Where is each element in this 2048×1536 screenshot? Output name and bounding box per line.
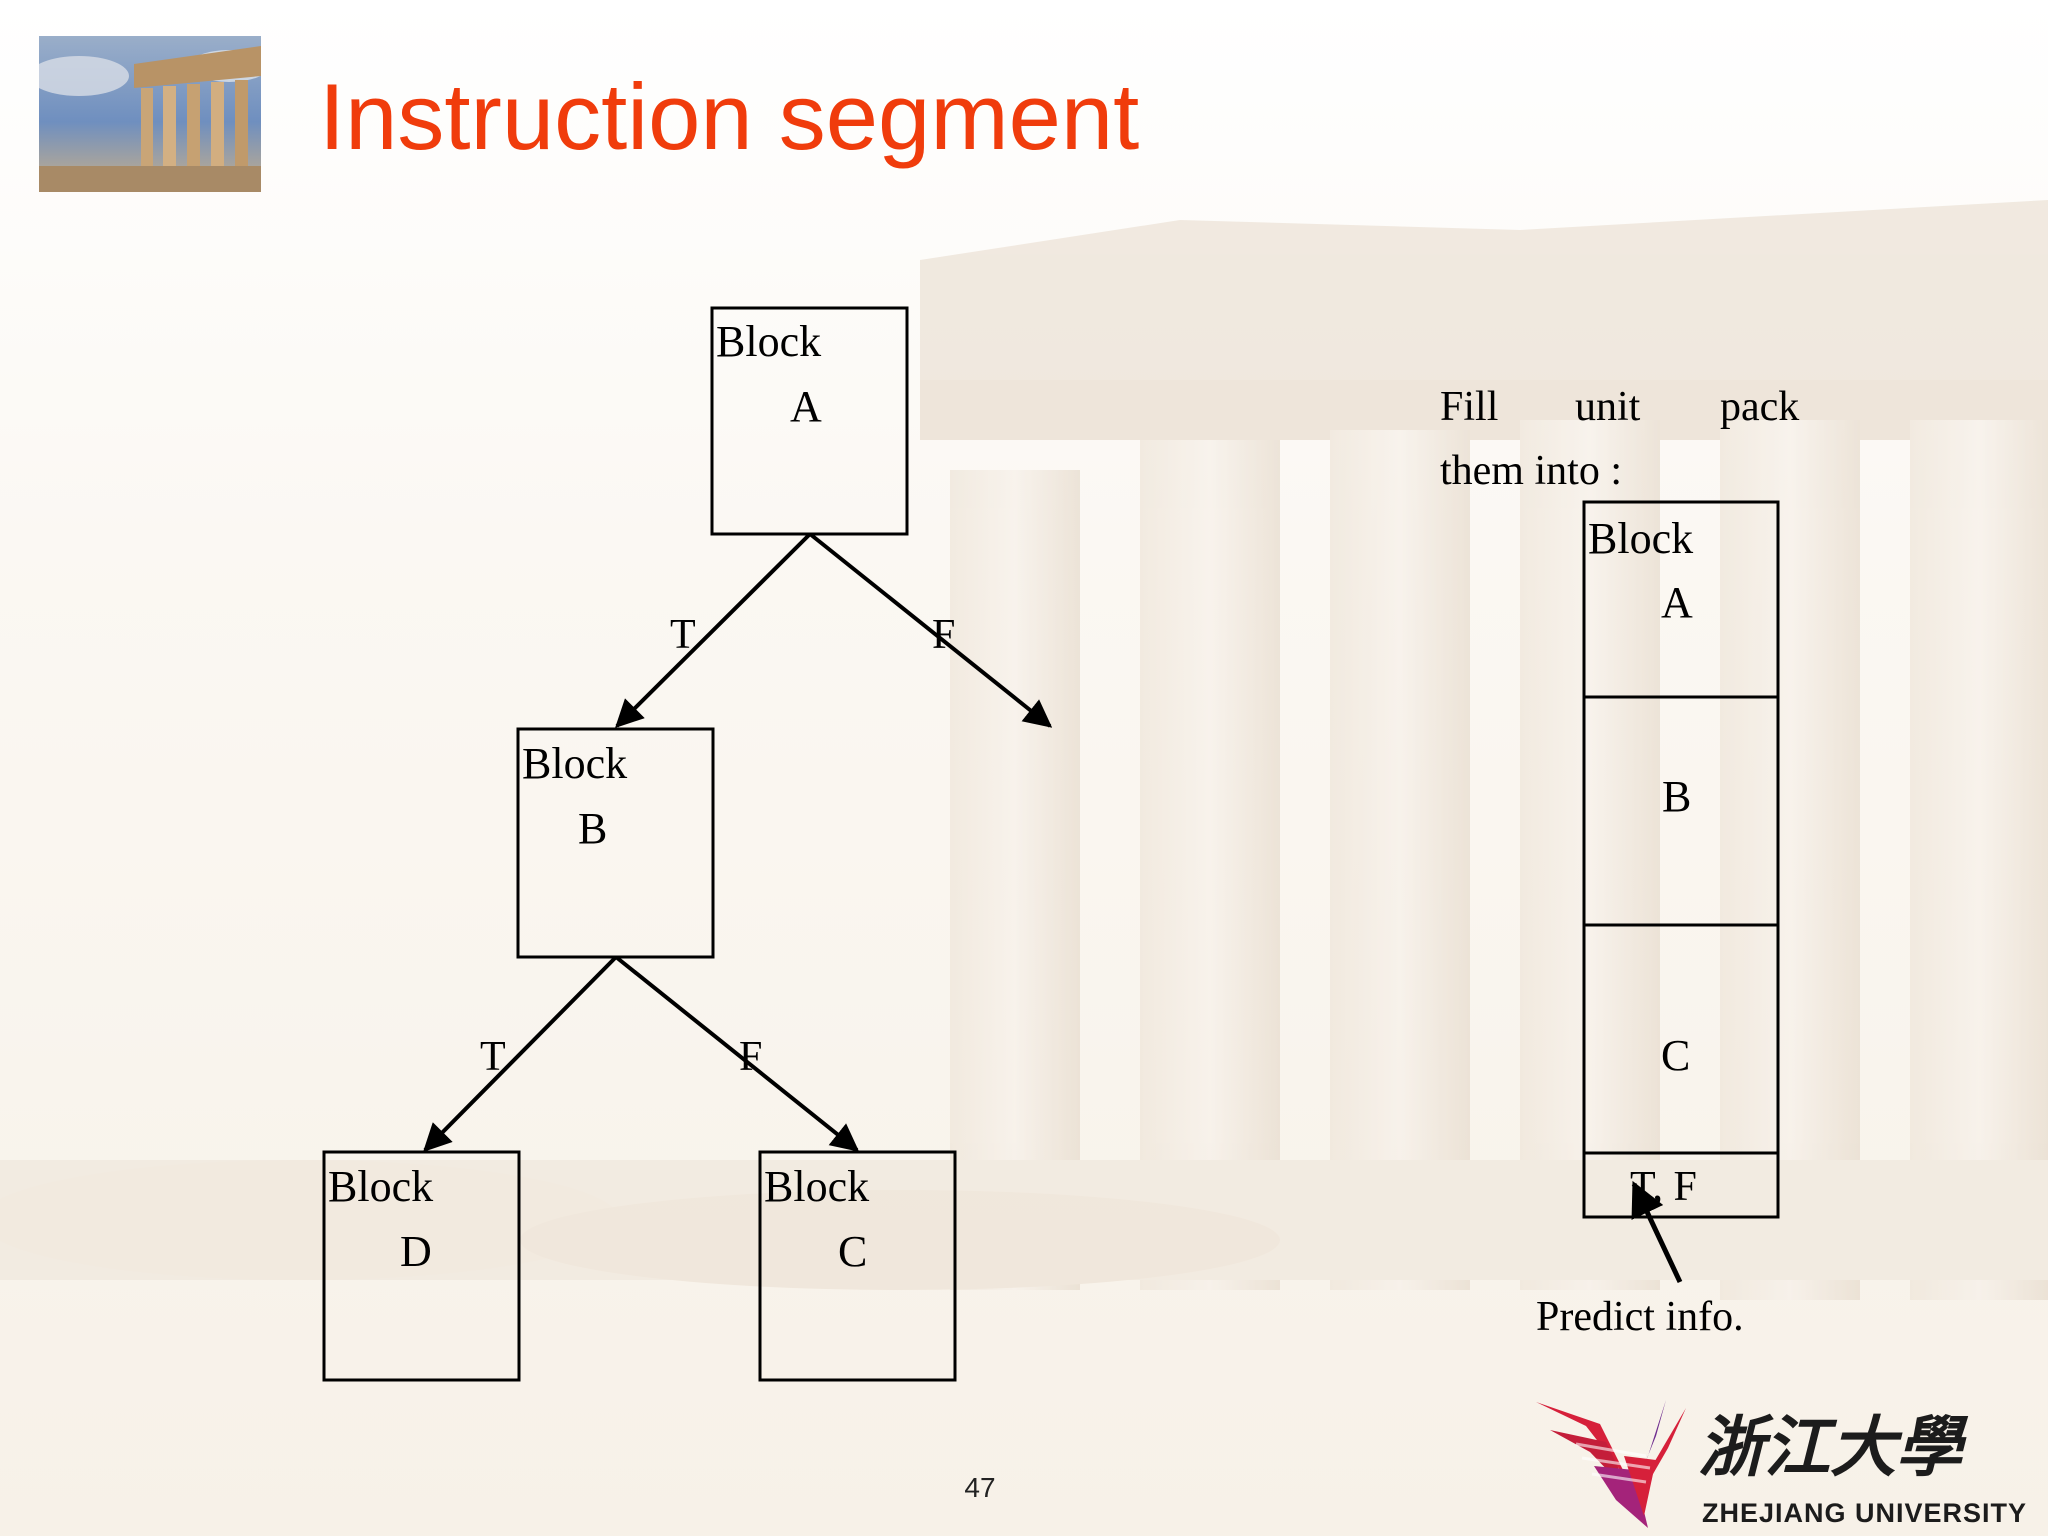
logo-emblem bbox=[1536, 1400, 1686, 1528]
edge-a-false bbox=[808, 532, 1053, 728]
tree-block-d-letter: D bbox=[400, 1227, 432, 1276]
edge-a-true-label: T bbox=[670, 612, 696, 658]
tree-block-b-letter: B bbox=[578, 804, 607, 853]
trace-cell-b: B bbox=[1662, 772, 1691, 821]
edge-a-to-b bbox=[615, 532, 812, 728]
trace-cell-c: C bbox=[1661, 1031, 1690, 1080]
trace-cell-block-a-letter: A bbox=[1661, 578, 1693, 627]
edge-b-true-label: T bbox=[480, 1034, 506, 1080]
fill-unit-caption-word-1: Fill bbox=[1440, 384, 1498, 430]
tree-block-d-title: Block bbox=[328, 1162, 433, 1211]
fill-unit-caption-word-2: unit bbox=[1575, 384, 1641, 430]
tree-block-a-title: Block bbox=[716, 317, 821, 366]
predict-info-label: Predict info. bbox=[1536, 1294, 1744, 1340]
trace-segment-stack bbox=[1582, 500, 1780, 1219]
parthenon-thumbnail-icon bbox=[39, 36, 261, 192]
fill-unit-caption-line-2: them into : bbox=[1440, 448, 1622, 494]
tree-block-c bbox=[758, 1150, 957, 1382]
slide-title: Instruction segment bbox=[319, 64, 1140, 169]
edge-b-false-label: F bbox=[739, 1034, 762, 1080]
tree-block-d bbox=[322, 1150, 521, 1382]
edge-b-to-c bbox=[614, 955, 860, 1152]
logo-chinese-name: 浙江大學 bbox=[1698, 1408, 1969, 1486]
trace-cell-predict-bits: T, F bbox=[1630, 1164, 1697, 1210]
trace-cell-block-a-title: Block bbox=[1588, 514, 1693, 563]
tree-block-b-title: Block bbox=[522, 739, 627, 788]
predict-info-arrow bbox=[1631, 1180, 1683, 1284]
edge-a-false-label: F bbox=[932, 612, 955, 658]
edge-b-to-d bbox=[423, 955, 618, 1152]
tree-block-c-letter: C bbox=[838, 1227, 867, 1276]
zhejiang-university-logo-icon: 浙江大學 ZHEJIANG UNIVERSITY bbox=[1536, 1400, 2027, 1528]
tree-block-c-title: Block bbox=[764, 1162, 869, 1211]
logo-english-name: ZHEJIANG UNIVERSITY bbox=[1702, 1498, 2027, 1528]
tree-block-a-letter: A bbox=[790, 382, 822, 431]
page-number: 47 bbox=[964, 1472, 996, 1503]
fill-unit-caption-word-3: pack bbox=[1720, 384, 1799, 430]
